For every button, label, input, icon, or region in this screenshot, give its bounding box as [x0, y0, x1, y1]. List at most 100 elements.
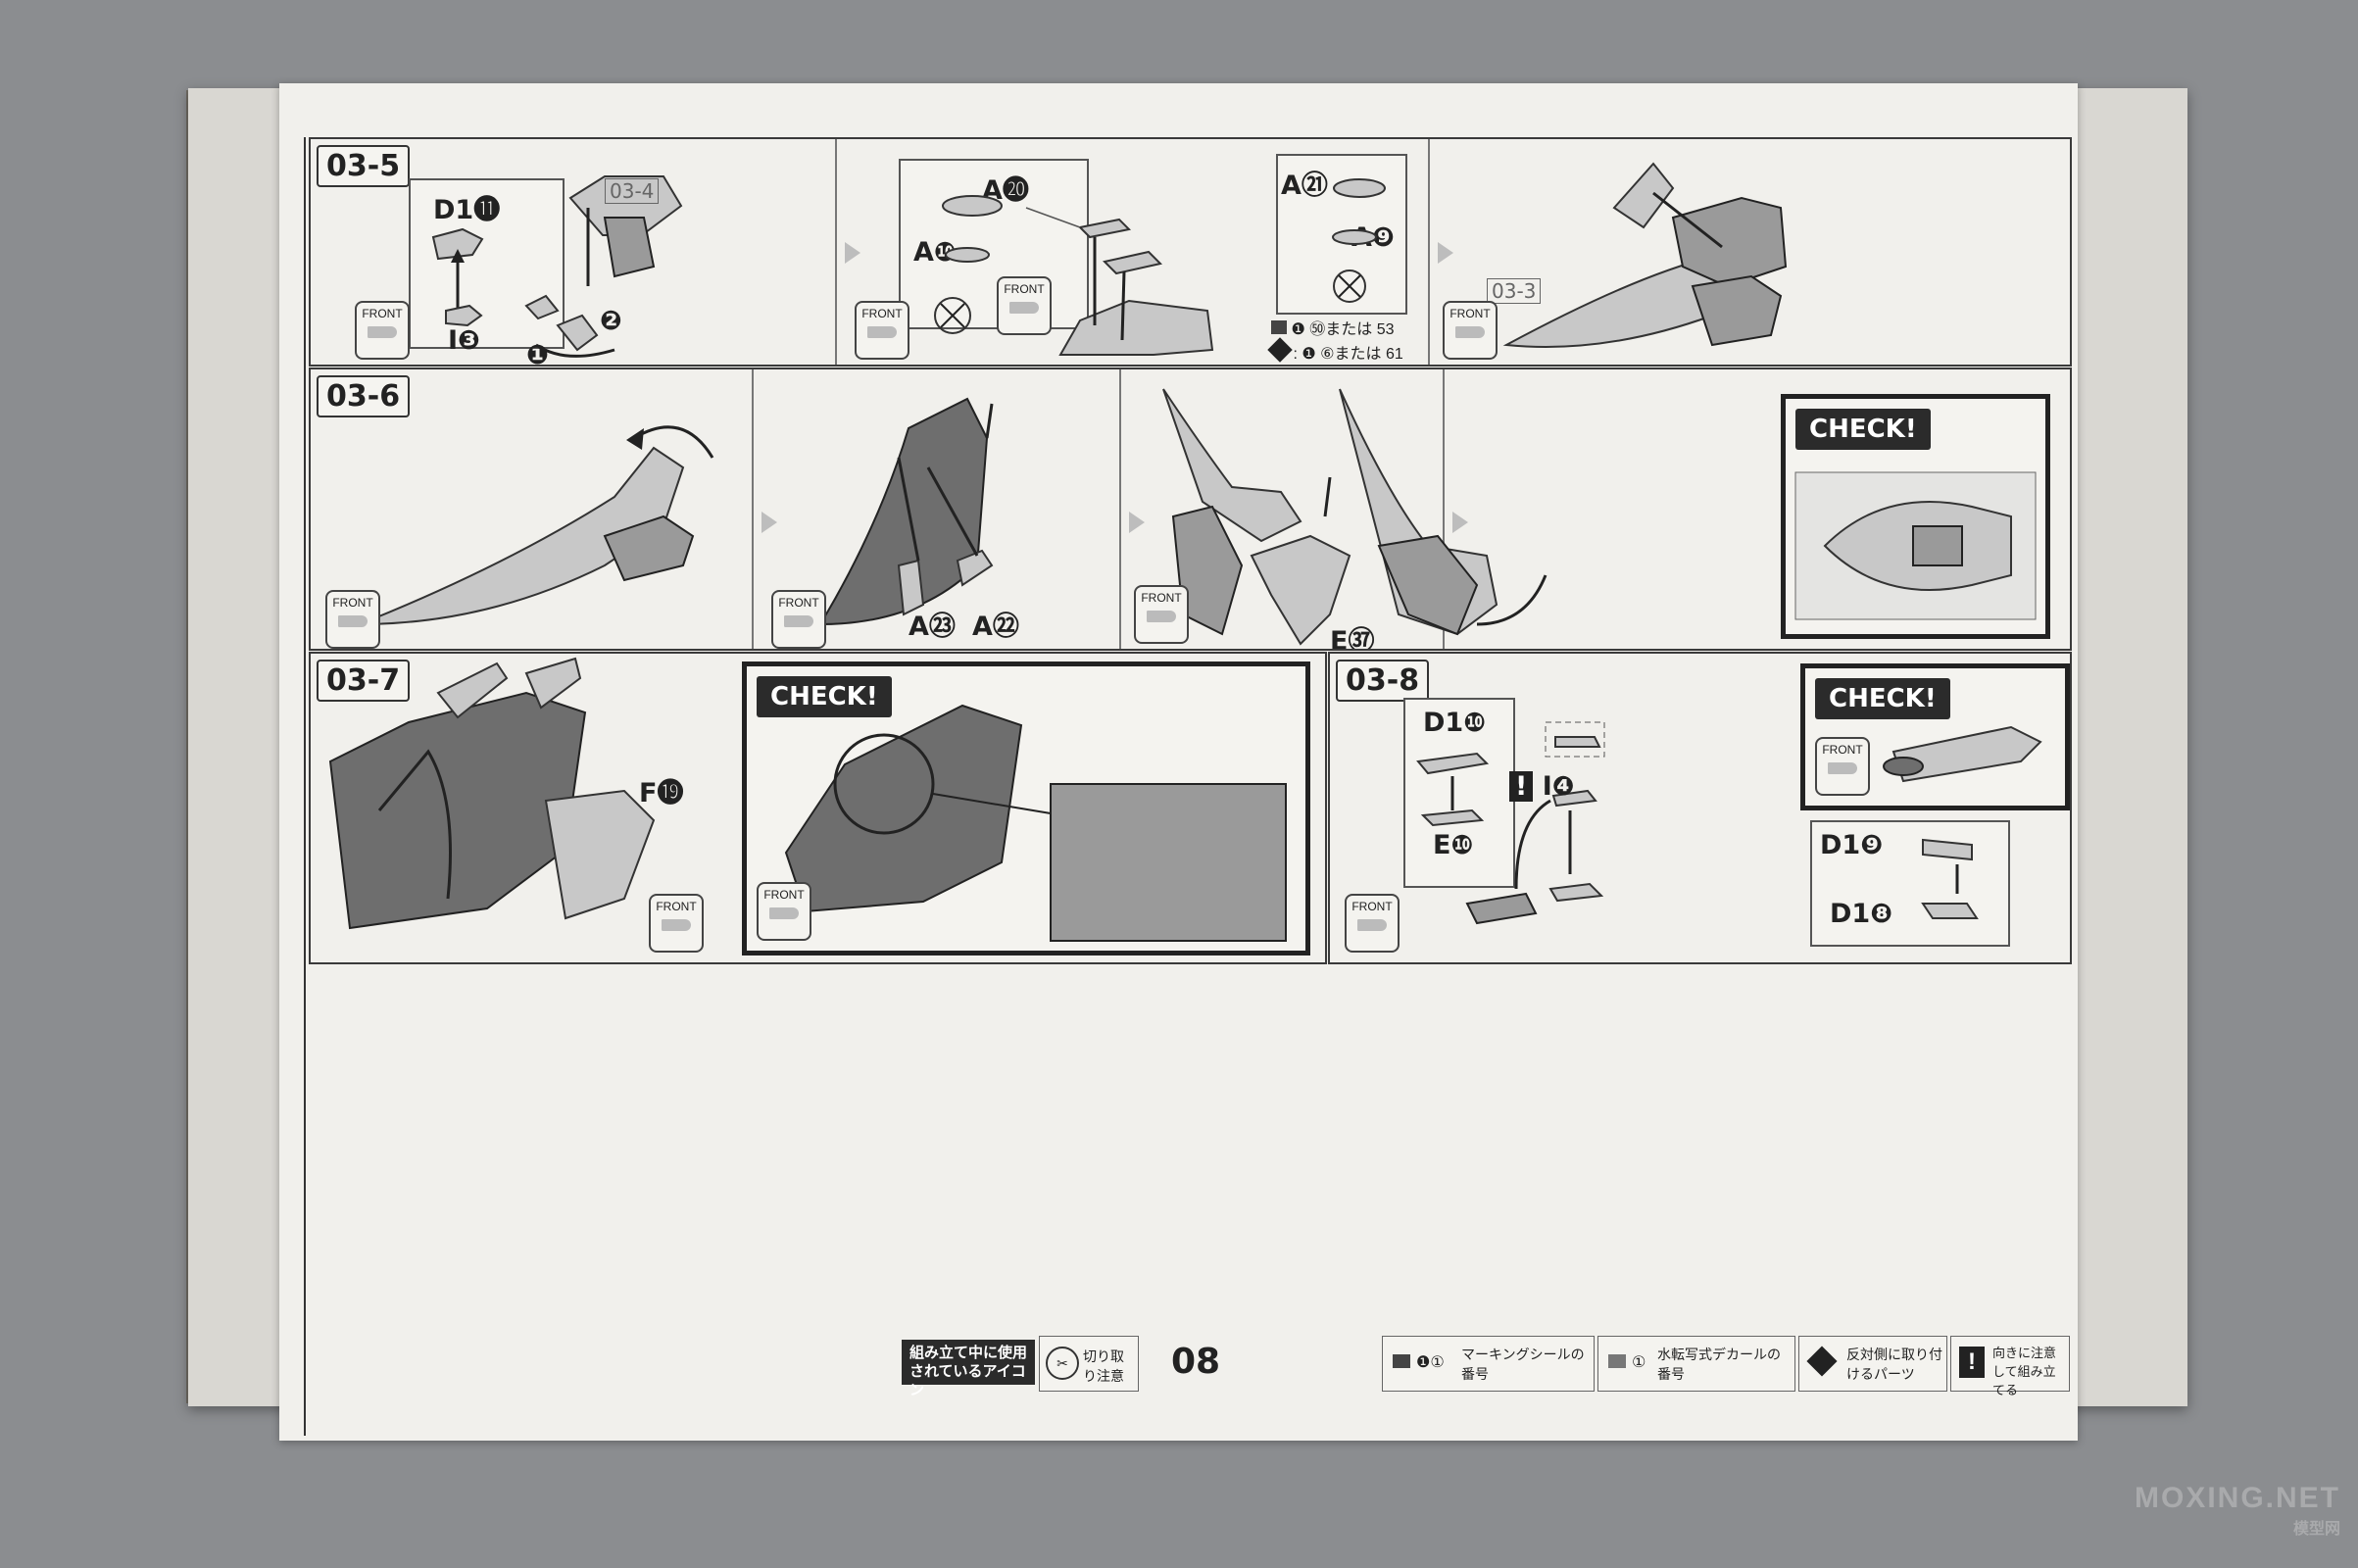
front-badge: FRONT — [997, 276, 1052, 335]
watermark: MOXING.NET 模型网 — [2135, 1482, 2340, 1539]
marking-note: ❶ ㊿または 53 — [1271, 316, 1395, 339]
reverse-parts-icon — [1267, 337, 1293, 363]
part-label-a21: A㉑ — [1281, 171, 1328, 201]
callout-box — [899, 159, 1089, 329]
footer-legend: 組み立て中に使用されているアイコン ✂ 切り取り注意 08 ❶① マーキングシー… — [902, 1336, 2078, 1398]
cut-caution-item: ✂ 切り取り注意 — [1039, 1336, 1139, 1392]
next-arrow — [761, 512, 777, 533]
front-label: FRONT — [362, 307, 403, 320]
sequence-2: ❷ — [600, 306, 622, 336]
front-badge: FRONT — [1134, 585, 1189, 644]
step-03-5b-drawing — [934, 195, 1214, 356]
front-label: FRONT — [656, 900, 697, 913]
check-box: CHECK! FRONT — [742, 662, 1310, 956]
front-label: FRONT — [778, 596, 819, 610]
marking-sticker-text: マーキングシールの番号 — [1461, 1347, 1585, 1382]
part-label-e37: E㊲ — [1330, 626, 1375, 651]
marking-sticker-icon: ❶① — [1416, 1354, 1445, 1371]
front-label: FRONT — [1141, 591, 1182, 605]
part-label-d1-9: D1❾ — [1820, 830, 1884, 860]
callout-d1-drawing — [1921, 838, 1979, 919]
reverse-number: 61 — [1385, 346, 1403, 363]
marking-text: ❶ ㊿または — [1291, 321, 1373, 338]
front-badge: FRONT — [355, 301, 410, 360]
front-label: FRONT — [1004, 282, 1045, 296]
opposite-parts-icon — [1806, 1346, 1838, 1377]
caution-i4: ! I❹ — [1509, 771, 1575, 802]
callout-box — [409, 178, 565, 349]
front-badge: FRONT — [649, 894, 704, 953]
check-tag: CHECK! — [757, 676, 892, 717]
step-03-7-drawing — [328, 657, 656, 930]
step-03-6-panel: 03-6 A㉓ A㉒ E㊲ FRONT — [309, 368, 2072, 651]
decal-icon-number: ① — [1632, 1354, 1646, 1371]
step-label: 03-7 — [317, 660, 411, 702]
next-arrow — [845, 242, 860, 264]
step-03-7-panel: 03-7 F⓳ FRONT CHECK! FRONT — [309, 652, 1327, 964]
part-label-d1-10: D1❿ — [1423, 708, 1487, 738]
check-drawing — [784, 704, 1287, 942]
part-label-a23: A㉓ — [909, 612, 956, 642]
front-label: FRONT — [1351, 900, 1393, 913]
divider — [752, 369, 754, 649]
part-label-i4: I❹ — [1542, 771, 1575, 802]
decal-text: 水転写式デカールの番号 — [1657, 1347, 1781, 1382]
front-badge: FRONT — [325, 590, 380, 649]
step-label: 03-6 — [317, 375, 411, 417]
check-drawing — [1794, 471, 2037, 620]
step-03-8-panel: 03-8 D1❿ E❿ ! I❹ D1❾ D1❽ CHEC — [1328, 652, 2072, 964]
part-label-f19: F⓳ — [639, 778, 684, 808]
check-box: CHECK! — [1781, 394, 2050, 639]
marking-number: 53 — [1376, 321, 1395, 338]
opposite-parts-text: 反対側に取り付けるパーツ — [1846, 1347, 1942, 1382]
step-label: 03-8 — [1336, 660, 1430, 702]
icons-heading: 組み立て中に使用されているアイコン — [902, 1340, 1035, 1398]
front-badge: FRONT — [855, 301, 909, 360]
divider — [1443, 369, 1445, 649]
caution-icon: ! — [1959, 1347, 1985, 1378]
callout-box — [1810, 820, 2010, 947]
step-03-5-panel: 03-5 D1⓫ I❸ 03-4 ❷ ❶ FRONT A⓴ A❿ — [309, 137, 2072, 367]
divider — [1428, 139, 1430, 365]
part-label-i3: I❸ — [448, 325, 480, 356]
step-03-5c-drawing — [1502, 162, 1788, 348]
page-number: 08 — [1171, 1342, 1221, 1382]
front-label: FRONT — [763, 888, 805, 902]
front-label: FRONT — [332, 596, 373, 610]
check-box: CHECK! FRONT — [1800, 663, 2070, 810]
check-tag: CHECK! — [1815, 678, 1950, 719]
caution-direction-text: 向きに注意して組み立てる — [1992, 1346, 2057, 1397]
part-label-a22: A㉒ — [972, 612, 1019, 642]
part-label-d1-8: D1❽ — [1830, 899, 1893, 929]
sequence-1: ❶ — [526, 340, 549, 367]
decal-item: ① 水転写式デカールの番号 — [1597, 1336, 1795, 1392]
opposite-parts-item: 反対側に取り付けるパーツ — [1798, 1336, 1947, 1392]
sticker-icon — [1393, 1354, 1410, 1368]
watermark-line2: 模型网 — [2292, 1521, 2340, 1538]
part-label-d1-11: D1⓫ — [433, 195, 501, 225]
front-badge: FRONT — [1345, 894, 1400, 953]
check-tag: CHECK! — [1795, 409, 1931, 450]
front-label: FRONT — [1822, 743, 1863, 757]
decal-icon — [1608, 1354, 1626, 1368]
reverse-note: : ❶ ⑥または 61 — [1267, 337, 1403, 364]
caution-direction-item: ! 向きに注意して組み立てる — [1950, 1336, 2070, 1397]
next-arrow — [1452, 512, 1468, 533]
watermark-line1: MOXING.NET — [2134, 1482, 2340, 1514]
step-03-6-drawing — [359, 388, 1547, 646]
marking-icon — [1271, 320, 1287, 334]
marking-sticker-item: ❶① マーキングシールの番号 — [1382, 1336, 1595, 1392]
step-ref-03-4: 03-4 — [605, 178, 660, 204]
check-drawing — [1883, 725, 2042, 783]
page-left-strip — [279, 137, 306, 1436]
scissors-icon: ✂ — [1046, 1347, 1079, 1380]
divider — [835, 139, 837, 365]
reverse-text: : ❶ ⑥または — [1293, 346, 1382, 363]
step-03-8-drawing — [1416, 721, 1605, 925]
front-label: FRONT — [861, 307, 903, 320]
callout-a21-drawing — [1332, 178, 1386, 303]
next-arrow — [1129, 512, 1145, 533]
step-label: 03-5 — [317, 145, 411, 187]
front-badge: FRONT — [771, 590, 826, 649]
next-arrow — [1438, 242, 1453, 264]
